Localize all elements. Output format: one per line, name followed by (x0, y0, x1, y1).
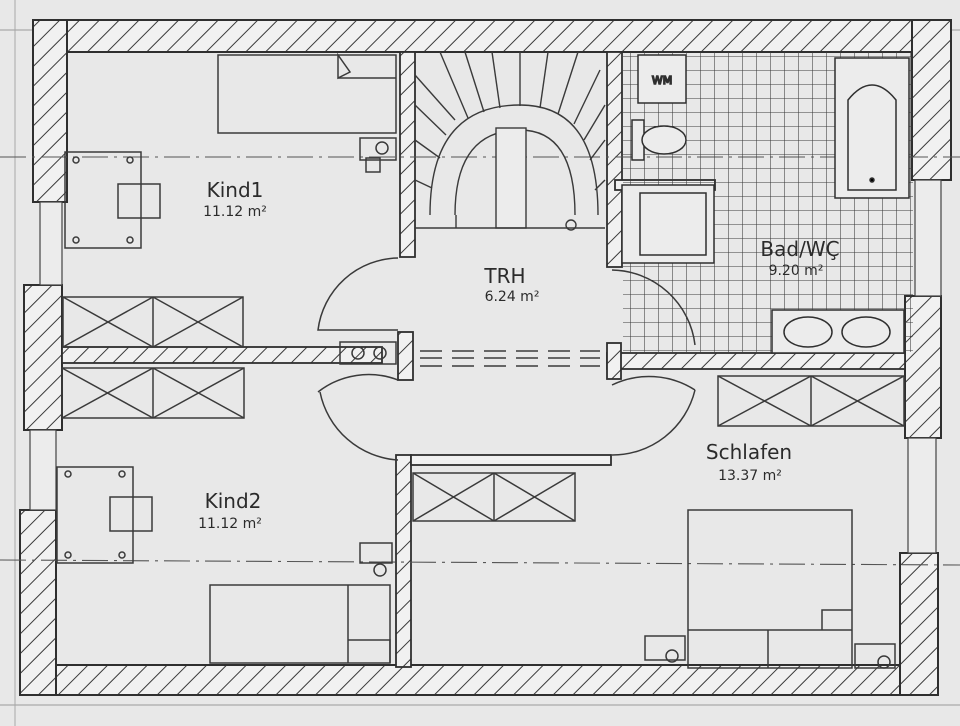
room-label-schlafen: Schlafen (706, 440, 792, 464)
bad-fixtures: WM (621, 54, 910, 354)
stair-icon (414, 51, 606, 231)
outer-walls (19, 19, 952, 696)
bed-icon (209, 584, 391, 664)
room-label-kind1: Kind1 (207, 178, 264, 202)
outlet-icon (359, 542, 393, 577)
room-label-kind2: Kind2 (205, 489, 262, 513)
wardrobe-icon (717, 375, 905, 427)
interior-walls (61, 51, 906, 668)
kind1-furniture (62, 52, 397, 348)
washing-machine-label: WM (652, 74, 672, 87)
shower-icon (621, 184, 715, 264)
bed-icon (687, 509, 853, 669)
room-area-kind2: 11.12 m² (198, 516, 262, 532)
room-area-trh: 6.24 m² (485, 289, 540, 305)
room-area-schlafen: 13.37 m² (718, 468, 782, 484)
kind2-furniture (56, 367, 393, 664)
outlet-icon (644, 635, 686, 663)
wardrobe-icon (412, 472, 576, 522)
desk-icon (64, 151, 142, 249)
schlafen-furniture (412, 375, 905, 669)
outlet-icon (359, 137, 397, 173)
room-label-trh: TRH (483, 264, 525, 288)
room-label-bad: Bad/WÇ (760, 237, 839, 261)
outlet-icon (854, 643, 896, 669)
bathtub-icon (834, 57, 910, 199)
desk-icon (56, 466, 134, 564)
wardrobe-icon (62, 296, 244, 348)
wardrobe-icon (61, 367, 245, 419)
room-area-bad: 9.20 m² (769, 263, 824, 279)
room-area-kind1: 11.12 m² (203, 204, 267, 220)
toilet-icon (631, 119, 687, 161)
corridor-sliding-lines (420, 350, 600, 367)
sink-icon (771, 309, 905, 354)
bed-icon (217, 54, 397, 134)
